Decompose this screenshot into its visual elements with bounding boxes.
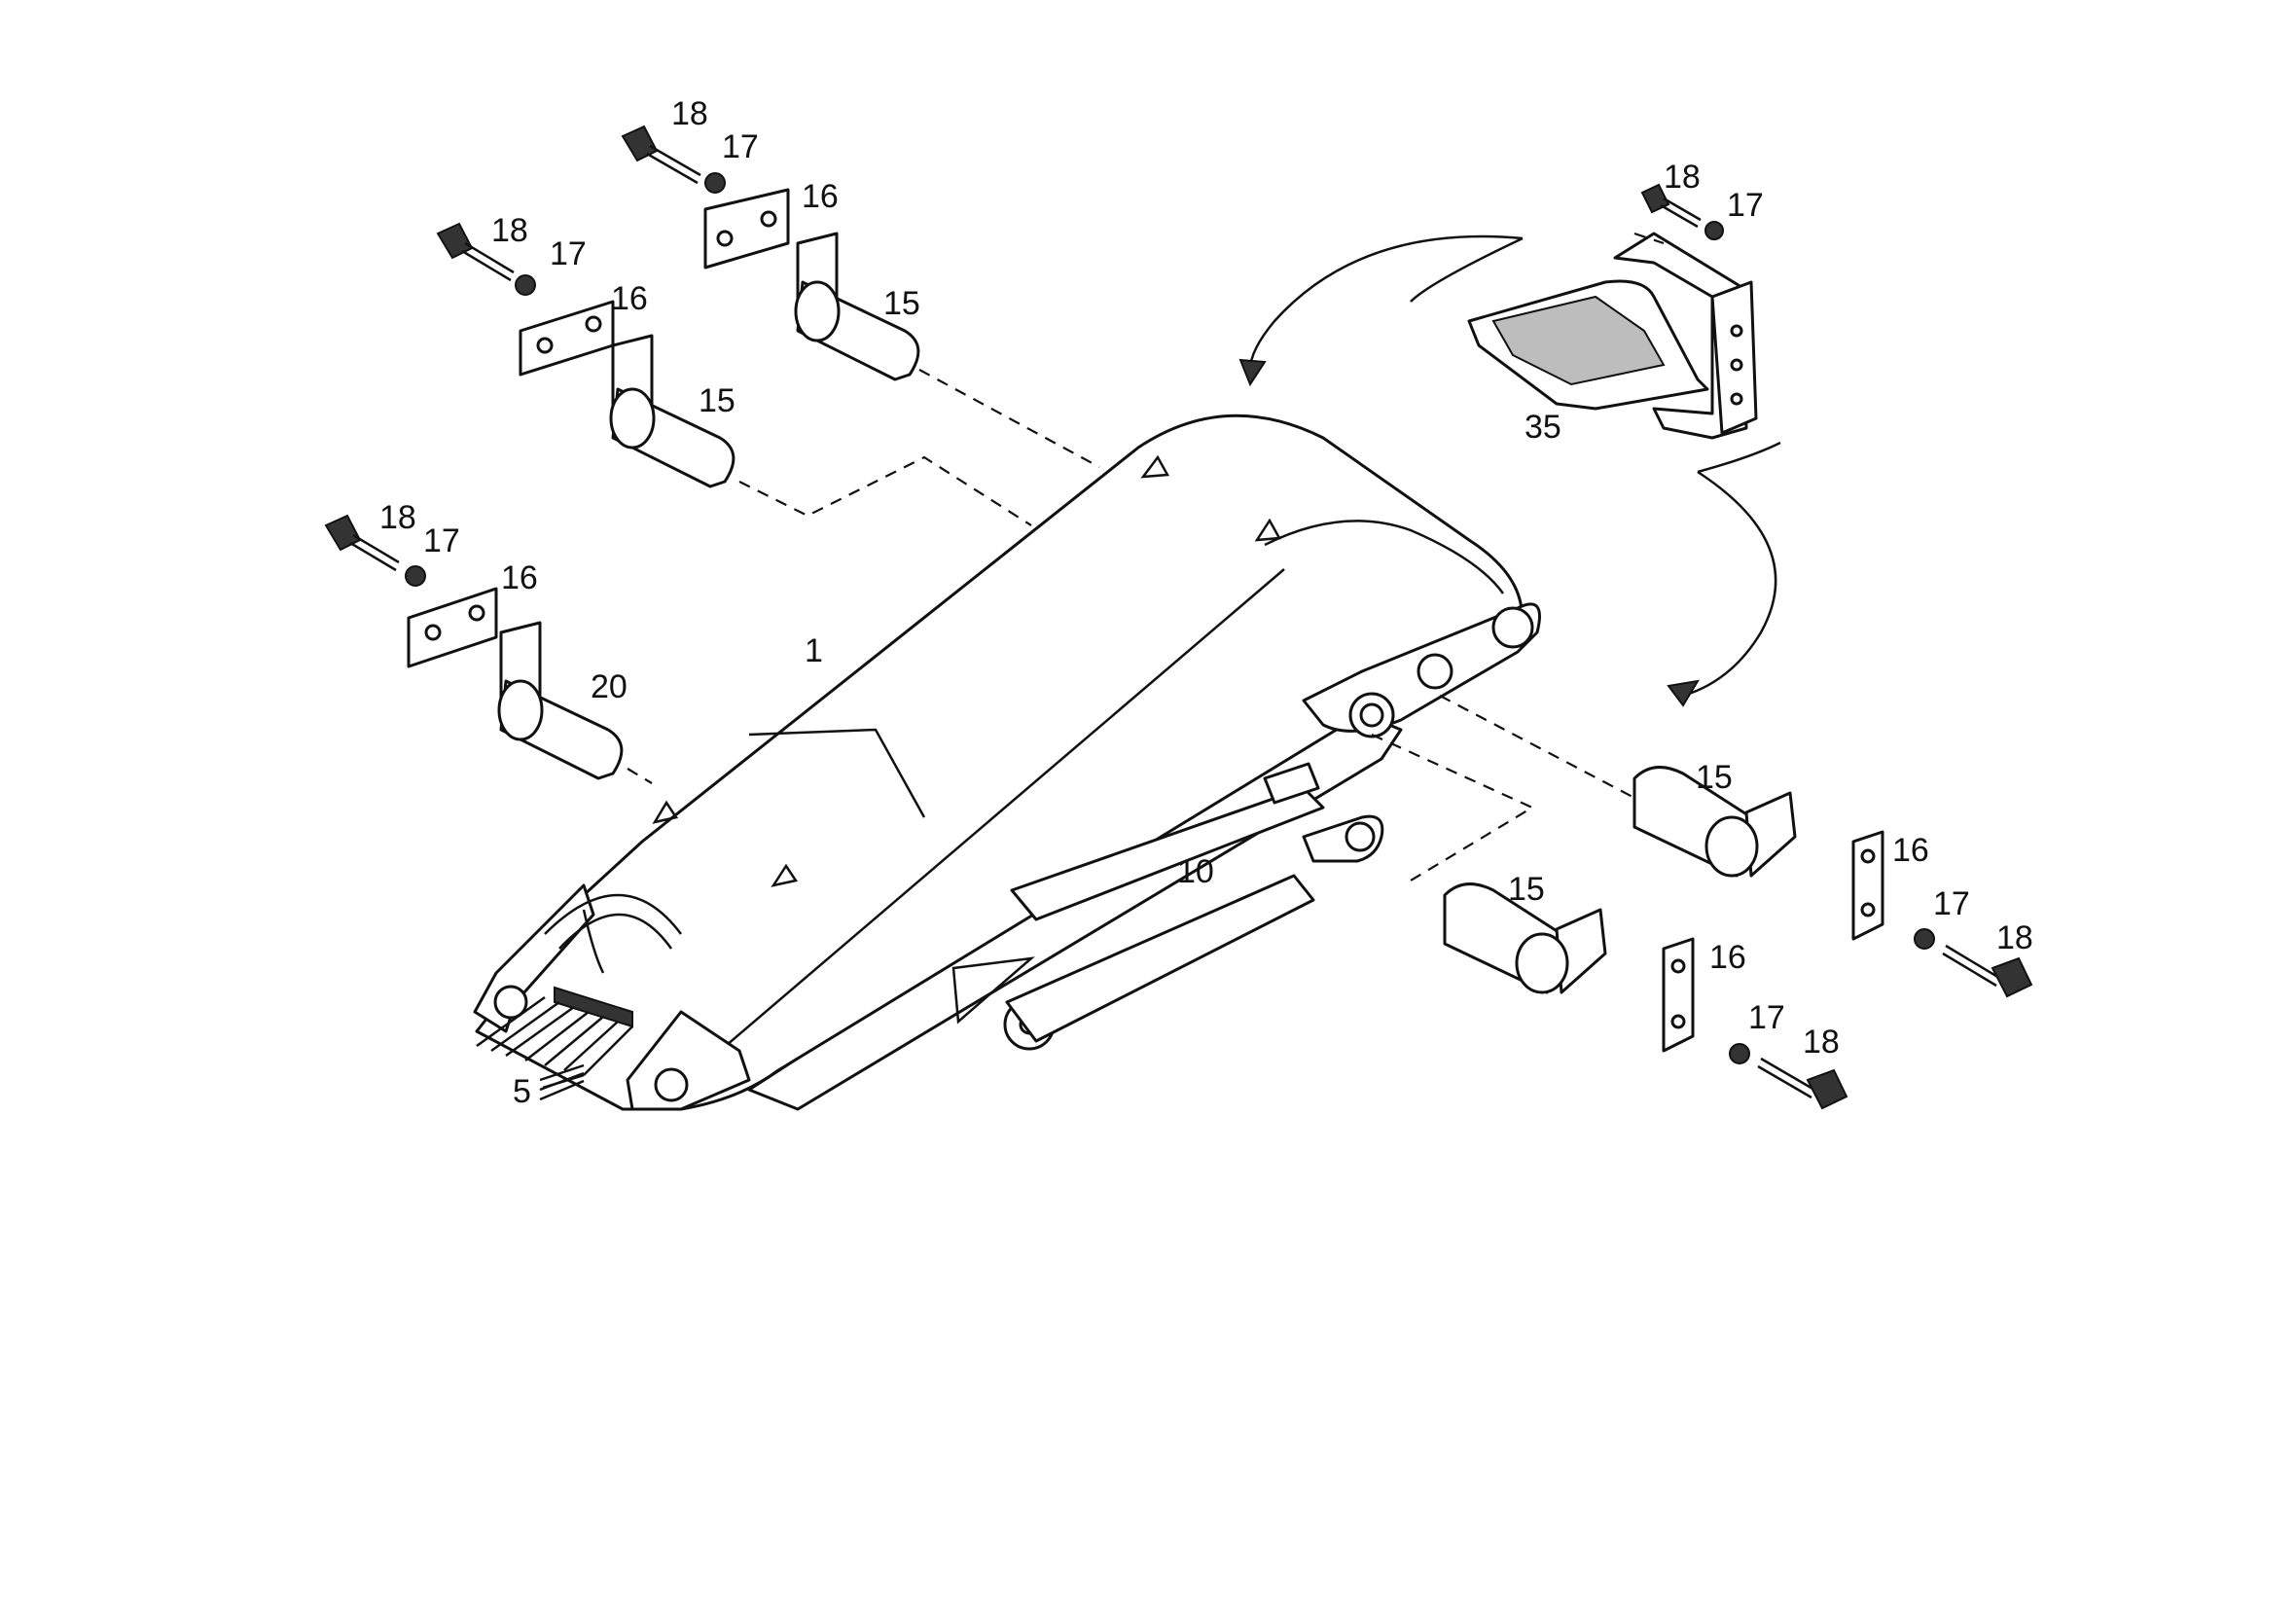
washer-17-b [515, 274, 536, 296]
dash-line [1371, 733, 1535, 881]
plate-16-a [703, 188, 790, 270]
washer-17-d [1704, 221, 1724, 240]
label-bolt-a: 18 [671, 95, 708, 132]
callout-labels: 1 5 10 15 15 15 15 20 35 16 16 16 16 16 … [379, 95, 2033, 1110]
label-bolt-d: 18 [1664, 159, 1701, 196]
dash-line [738, 455, 1032, 526]
label-plate-c: 16 [501, 559, 538, 596]
washers [405, 172, 1935, 1064]
bolt-18-e [1942, 944, 2033, 998]
dash-line [627, 768, 653, 784]
label-boom: 1 [805, 632, 823, 669]
label-pin-20: 20 [591, 668, 628, 705]
label-bolt-e: 18 [1996, 919, 2033, 956]
bolt-18-c [324, 514, 400, 572]
label-cylinder: 10 [1177, 853, 1214, 890]
dash-line [1439, 695, 1635, 799]
leader-line [542, 1073, 585, 1090]
plate-16-d [1851, 830, 1884, 941]
label-bolt-b: 18 [491, 212, 528, 249]
label-plate-b: 16 [611, 280, 648, 317]
pin-15-right-upper [1632, 766, 1797, 878]
bolt-18-a [621, 125, 701, 185]
washer-17-c [405, 565, 426, 587]
label-wiring: 5 [513, 1073, 531, 1110]
label-washer-b: 17 [550, 235, 587, 272]
pin-15-left [609, 334, 735, 488]
plate-16-c [407, 587, 498, 668]
label-pin-15-right-lower: 15 [1508, 871, 1545, 908]
washer-17-a [704, 172, 726, 194]
label-pin-15-right-upper: 15 [1696, 759, 1733, 796]
wiring-harness [476, 986, 633, 1101]
step-bracket [1467, 232, 1758, 440]
dash-line [918, 369, 1100, 468]
washer-17-f [1729, 1043, 1750, 1064]
label-plate-e: 16 [1709, 939, 1746, 976]
boom-arm [473, 414, 1541, 1111]
plate-16-e [1662, 937, 1695, 1053]
hydraulic-cylinder [951, 762, 1384, 1051]
pin-15-upper [794, 232, 920, 381]
label-pin-15-left: 15 [699, 382, 735, 419]
bolt-18-f [1757, 1057, 1848, 1110]
bolt-18-d [1640, 183, 1702, 229]
label-plate-a: 16 [802, 178, 839, 215]
washer-17-e [1914, 928, 1935, 950]
label-washer-f: 17 [1748, 999, 1785, 1036]
label-washer-a: 17 [722, 128, 759, 165]
label-washer-e: 17 [1933, 885, 1970, 922]
label-washer-d: 17 [1727, 187, 1764, 224]
pin-20 [497, 621, 624, 780]
label-plate-d: 16 [1892, 832, 1929, 869]
label-bolt-f: 18 [1803, 1024, 1840, 1061]
pin-15-right-lower [1443, 882, 1607, 994]
plate-16-b [519, 300, 615, 377]
label-pin-15-upper: 15 [883, 285, 920, 322]
label-washer-c: 17 [423, 522, 460, 559]
label-step: 35 [1525, 409, 1561, 446]
label-bolt-c: 18 [379, 499, 416, 536]
rotation-arrows [1238, 234, 1781, 707]
bolt-18-b [436, 222, 515, 282]
